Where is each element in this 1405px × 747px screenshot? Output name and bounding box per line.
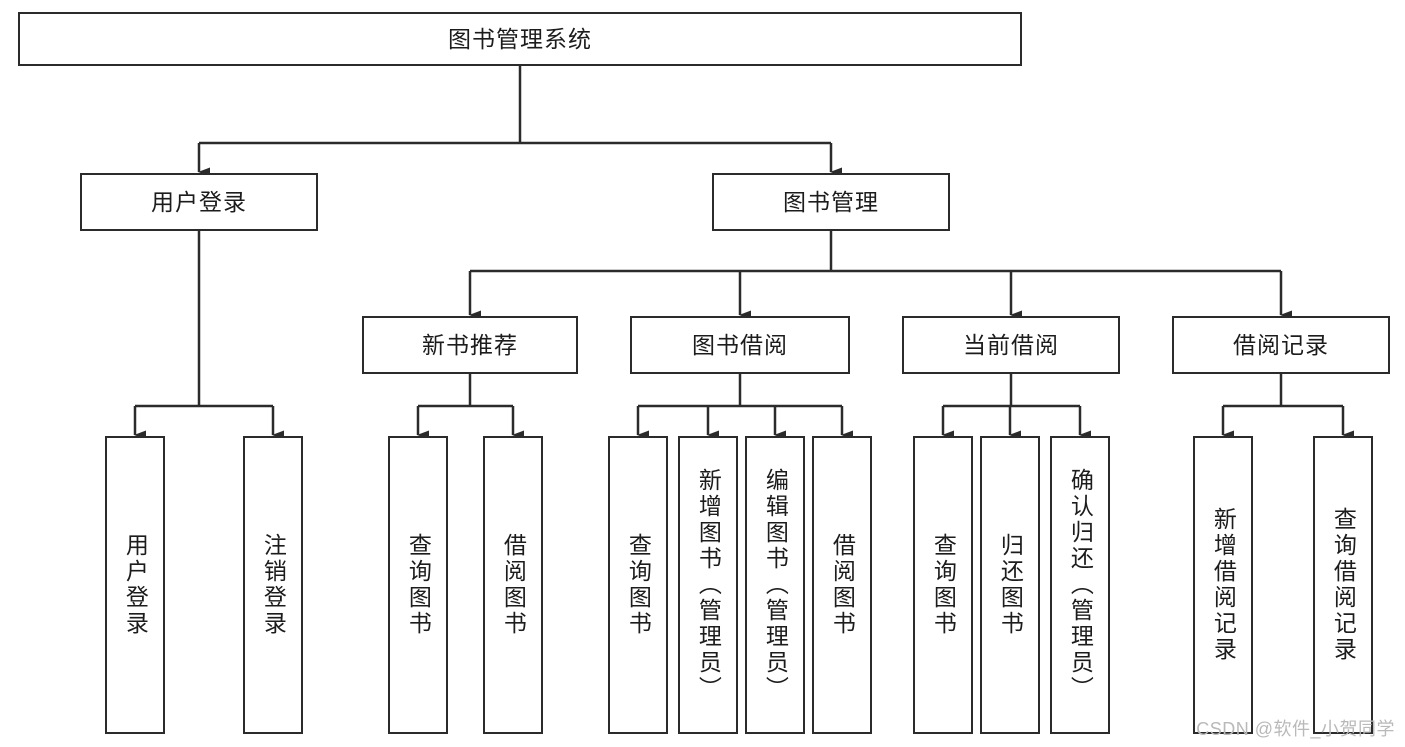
node-label: 借阅图书 [500,533,527,637]
node-records[interactable]: 借阅记录 [1172,316,1390,374]
node-label: 查询借阅记录 [1330,507,1357,663]
node-label: 用户登录 [151,188,247,215]
node-leaf-10[interactable]: 归还图书 [980,436,1040,734]
node-leaf-7[interactable]: 编辑图书（管理员） [745,436,805,734]
node-label: 查询图书 [625,533,652,637]
node-label: 编辑图书（管理员） [762,468,789,702]
node-label: 借阅图书 [829,533,856,637]
connector-lines [133,66,1354,440]
node-root[interactable]: 图书管理系统 [18,12,1022,66]
node-label: 用户登录 [122,533,149,637]
node-bookmgmt[interactable]: 图书管理 [712,173,950,231]
node-leaf-3[interactable]: 查询图书 [388,436,448,734]
node-label: 确认归还（管理员） [1067,468,1094,702]
node-leaf-5[interactable]: 查询图书 [608,436,668,734]
node-leaf-13[interactable]: 查询借阅记录 [1313,436,1373,734]
node-leaf-6[interactable]: 新增图书（管理员） [678,436,738,734]
node-current[interactable]: 当前借阅 [902,316,1120,374]
node-label: 查询图书 [405,533,432,637]
node-label: 图书管理 [783,188,879,215]
node-label: 查询图书 [930,533,957,637]
node-leaf-2[interactable]: 注销登录 [243,436,303,734]
node-leaf-8[interactable]: 借阅图书 [812,436,872,734]
node-borrow[interactable]: 图书借阅 [630,316,850,374]
node-leaf-12[interactable]: 新增借阅记录 [1193,436,1253,734]
node-label: 新书推荐 [422,331,518,358]
node-label: 当前借阅 [963,331,1059,358]
node-leaf-9[interactable]: 查询图书 [913,436,973,734]
csdn-watermark: CSDN @软件_小贺同学 [1196,719,1395,739]
node-newbook[interactable]: 新书推荐 [362,316,578,374]
node-label: 借阅记录 [1233,331,1329,358]
node-label: 新增图书（管理员） [695,468,722,702]
node-login[interactable]: 用户登录 [80,173,318,231]
node-label: 图书借阅 [692,331,788,358]
node-label: 图书管理系统 [448,25,592,52]
node-leaf-4[interactable]: 借阅图书 [483,436,543,734]
node-leaf-1[interactable]: 用户登录 [105,436,165,734]
node-label: 注销登录 [260,533,287,637]
node-leaf-11[interactable]: 确认归还（管理员） [1050,436,1110,734]
node-label: 归还图书 [997,533,1024,637]
node-label: 新增借阅记录 [1210,507,1237,663]
